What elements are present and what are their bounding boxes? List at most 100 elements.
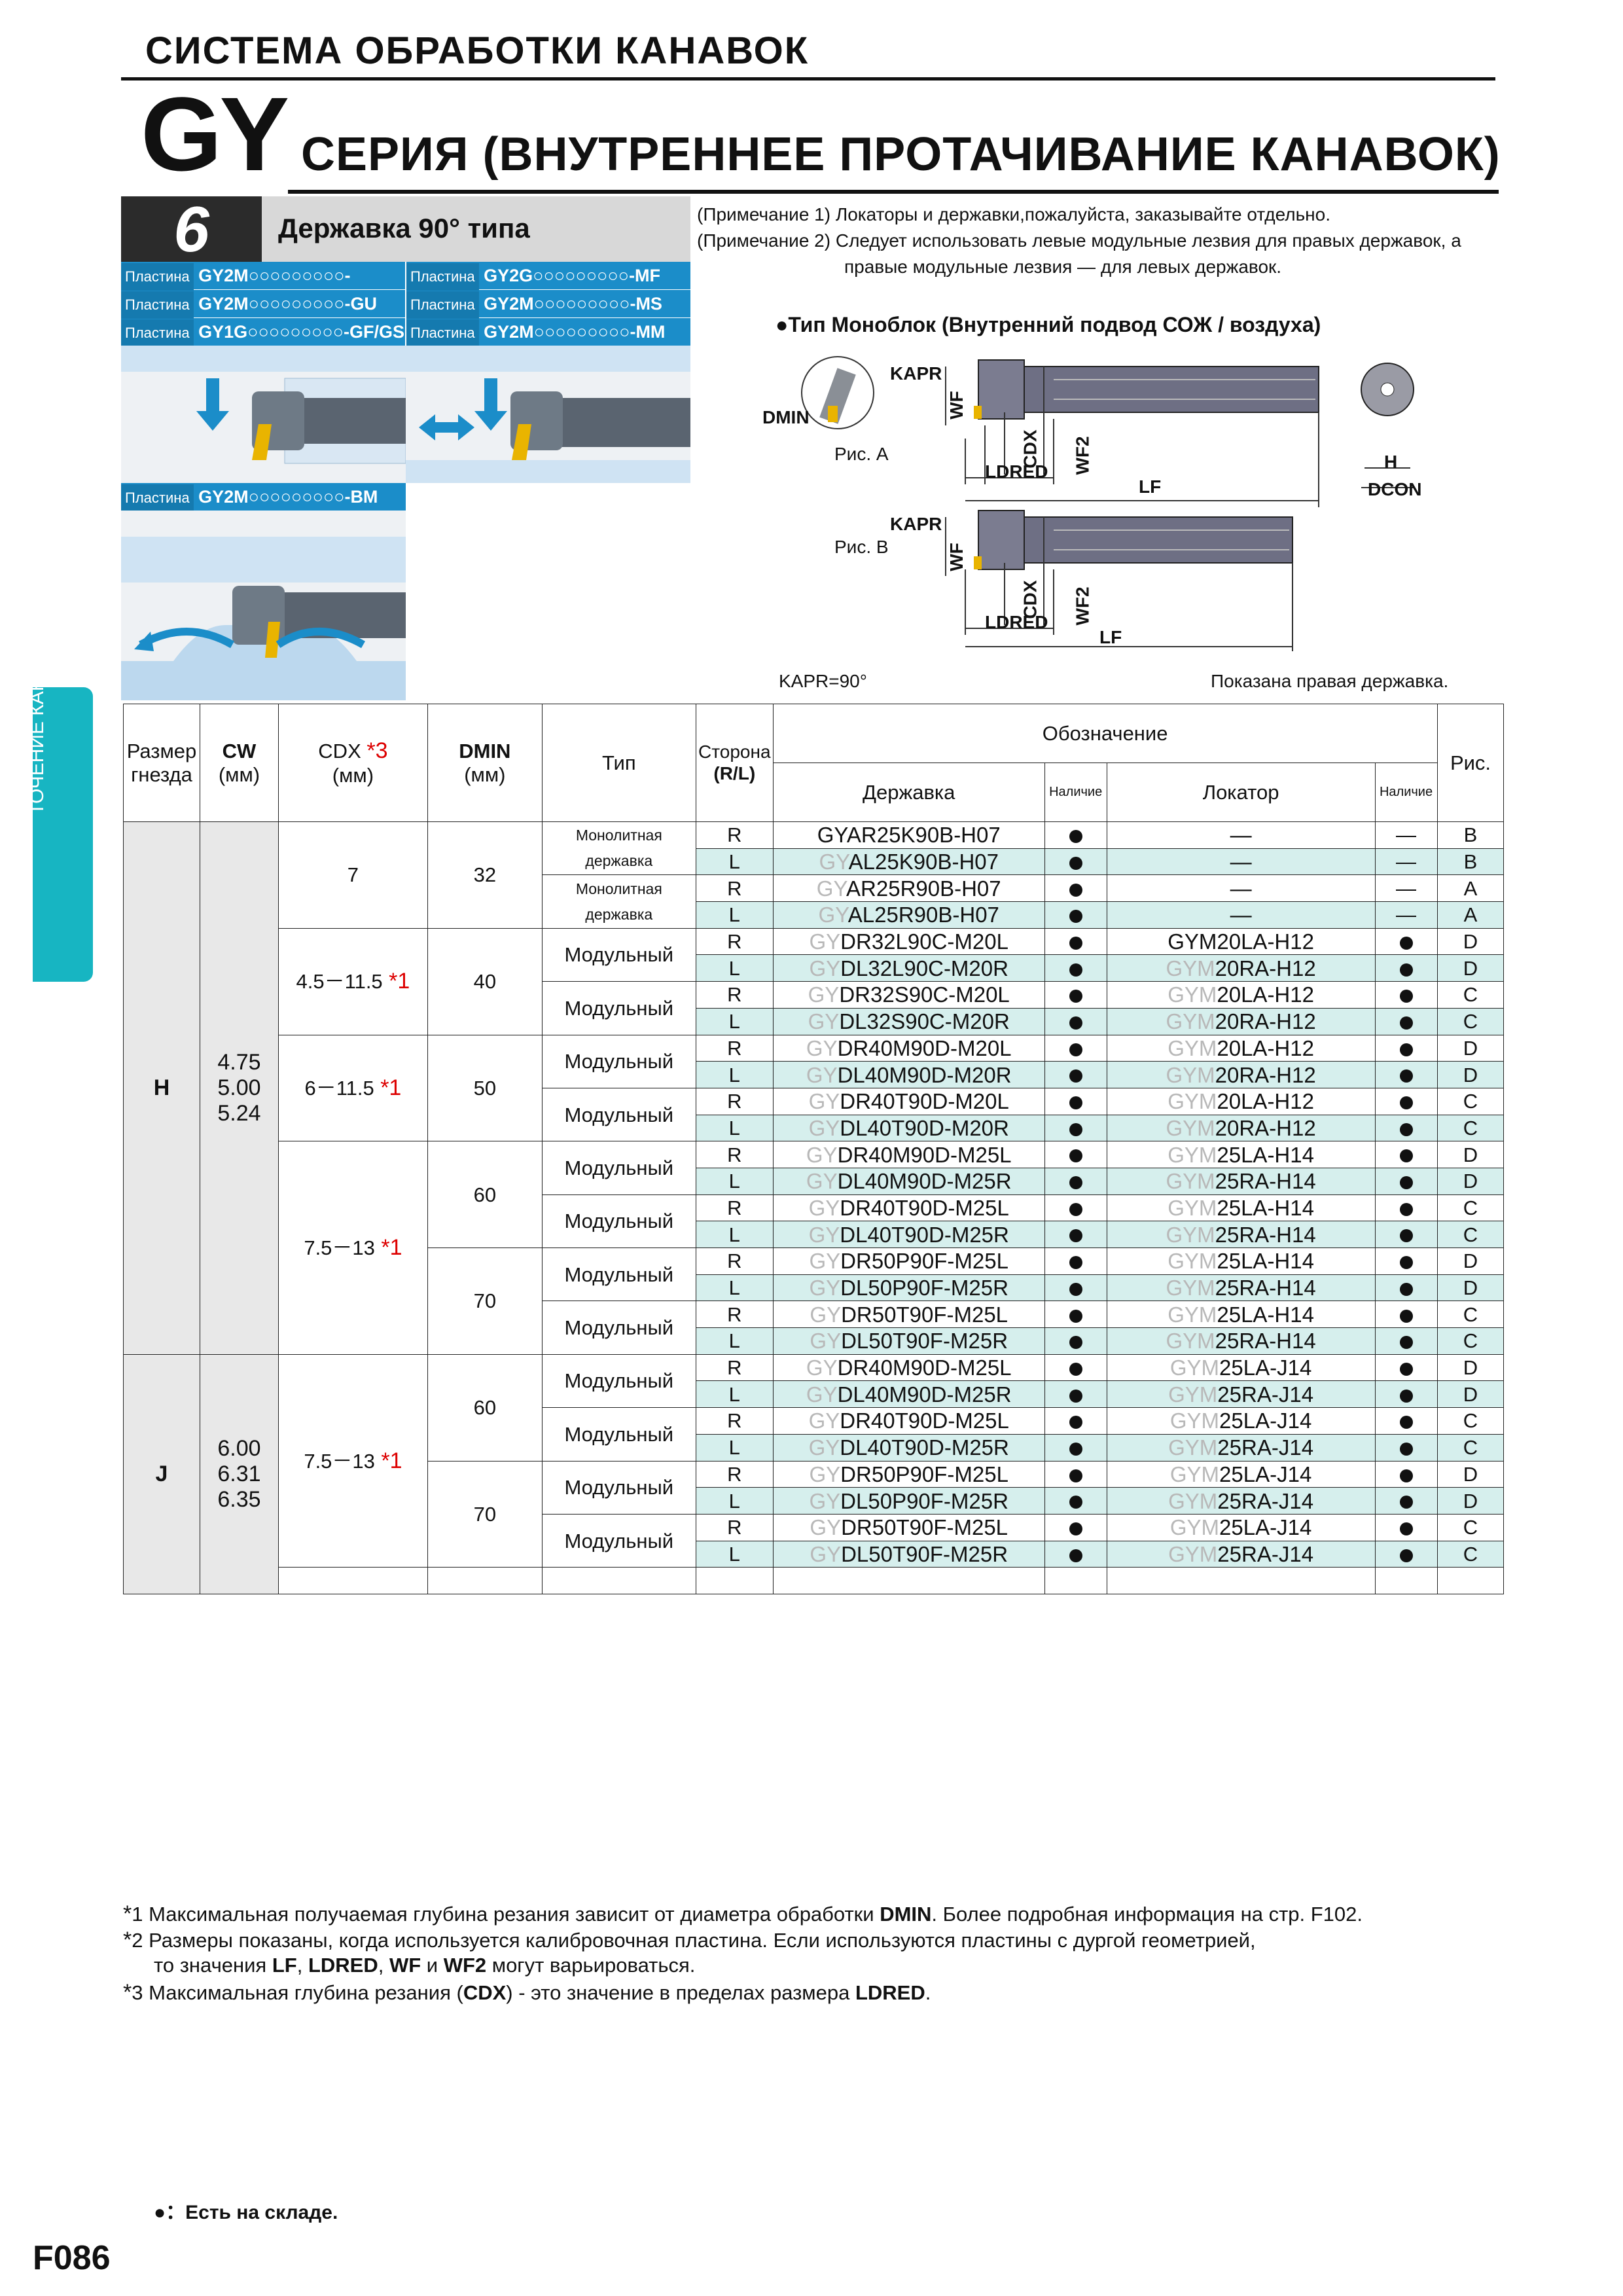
stock-cell [1044, 1194, 1107, 1222]
fig-cell: C [1436, 1007, 1505, 1035]
type-cell: Модульный [541, 1194, 696, 1249]
side-cell: L [695, 901, 774, 929]
locator-code: GYM20LA-H12 [1106, 927, 1376, 956]
locator-code: GYM25RA-H14 [1106, 1167, 1376, 1195]
col-stock-2: Наличие [1374, 762, 1438, 822]
in-stock-icon [1069, 1176, 1082, 1190]
locator-code: — [1106, 848, 1376, 876]
insert-label: Пластина [406, 319, 479, 347]
fig-cell: B [1436, 821, 1505, 849]
dcon-label: DCON [1368, 479, 1422, 499]
stock-cell [1044, 1061, 1107, 1088]
fig-cell: A [1436, 874, 1505, 903]
stock-cell [1044, 1487, 1107, 1515]
series-name: GY [141, 75, 289, 192]
locator-code: GYM20LA-H12 [1106, 1034, 1376, 1062]
in-stock-icon [1399, 1016, 1413, 1030]
locator-code: GYM25RA-J14 [1106, 1540, 1376, 1568]
section-number: 6 [121, 196, 262, 262]
cdx-cell: 7.5－13 *1 [277, 1354, 428, 1568]
side-cell: L [695, 1221, 774, 1248]
col-locator: Локатор [1106, 762, 1376, 822]
type-cell: Модульный [541, 1460, 696, 1515]
in-stock-icon [1399, 963, 1413, 977]
stock-cell [1044, 954, 1107, 982]
holder-code: GYDL50P90F-M25R [772, 1487, 1045, 1515]
locator-code: GYM25RA-J14 [1106, 1433, 1376, 1462]
fig-cell: C [1436, 1513, 1505, 1541]
kapr-note: KAPR=90° [779, 671, 867, 691]
side-cell: R [695, 1194, 774, 1222]
locator-code: GYM25LA-H14 [1106, 1300, 1376, 1329]
side-cell: L [695, 1327, 774, 1355]
scene-radial-axial [406, 346, 690, 483]
stock-cell [1374, 1114, 1438, 1142]
stock-cell [1374, 954, 1438, 982]
in-stock-icon [1399, 1282, 1413, 1296]
col-size: Размер гнезда [123, 704, 200, 822]
note-2b: правые модульные лезвия — для левых держ… [844, 257, 1282, 277]
stock-cell [1044, 1114, 1107, 1142]
stock-cell [1044, 874, 1107, 903]
fig-cell: D [1436, 1380, 1505, 1408]
in-stock-icon [1069, 1202, 1082, 1216]
type-cell: Модульный [541, 927, 696, 982]
stock-cell [1044, 1300, 1107, 1329]
cdx-asterisk: *1 [374, 1448, 402, 1473]
in-stock-icon [1069, 1549, 1082, 1562]
page-subtitle: СИСТЕМА ОБРАБОТКИ КАНАВОК [145, 29, 810, 72]
type-title: Державка 90° типа [278, 213, 530, 243]
stock-cell [1044, 1221, 1107, 1248]
insert-label: Пластина [121, 263, 194, 291]
holder-code: GYDR50P90F-M25L [772, 1460, 1045, 1488]
holder-code: GYDL40M90D-M20R [772, 1061, 1045, 1088]
stock-cell: — [1374, 848, 1438, 876]
stock-cell [1374, 1167, 1438, 1195]
stock-cell [1044, 1354, 1107, 1382]
cdx-cell: 7.5－13 *1 [277, 1141, 428, 1355]
fig-cell: D [1436, 1167, 1505, 1195]
fig-cell: C [1436, 1300, 1505, 1329]
insert-label: Пластина [406, 291, 479, 319]
locator-code: GYM20RA-H12 [1106, 1114, 1376, 1142]
in-stock-icon [1399, 1069, 1413, 1083]
stock-cell [1374, 1141, 1438, 1168]
fig-cell: C [1436, 981, 1505, 1009]
dmin-cell: 60 [427, 1354, 543, 1462]
stock-cell [1374, 1433, 1438, 1462]
holder-code: GYDR32L90C-M20L [772, 927, 1045, 956]
fig-a-label: Рис. A [834, 444, 889, 464]
stock-cell [1374, 1354, 1438, 1382]
in-stock-icon [1069, 1496, 1082, 1509]
col-holder: Державка [772, 762, 1045, 822]
in-stock-icon [1069, 1522, 1082, 1536]
holder-code: GYDR40T90D-M25L [772, 1407, 1045, 1435]
insert-code: GY2M○○○○○○○○○-GU [198, 294, 377, 314]
dmin-cell: 40 [427, 927, 543, 1035]
stock-cell [1374, 1380, 1438, 1408]
side-cell: L [695, 1114, 774, 1142]
in-stock-icon [1399, 1096, 1413, 1110]
in-stock-icon [1069, 1016, 1082, 1030]
insert-label: Пластина [121, 291, 194, 319]
cdx-asterisk: *1 [382, 969, 410, 994]
side-cell: L [695, 954, 774, 982]
in-stock-icon [1069, 1442, 1082, 1456]
holder-code: GYDL40T90D-M20R [772, 1114, 1045, 1142]
fig-cell: D [1436, 1354, 1505, 1382]
in-stock-icon [1399, 1149, 1413, 1163]
in-stock-icon [1069, 936, 1082, 950]
in-stock-icon [1069, 1096, 1082, 1110]
holder-code: GYDL40M90D-M25R [772, 1167, 1045, 1195]
type-cell: Модульный [541, 1247, 696, 1302]
